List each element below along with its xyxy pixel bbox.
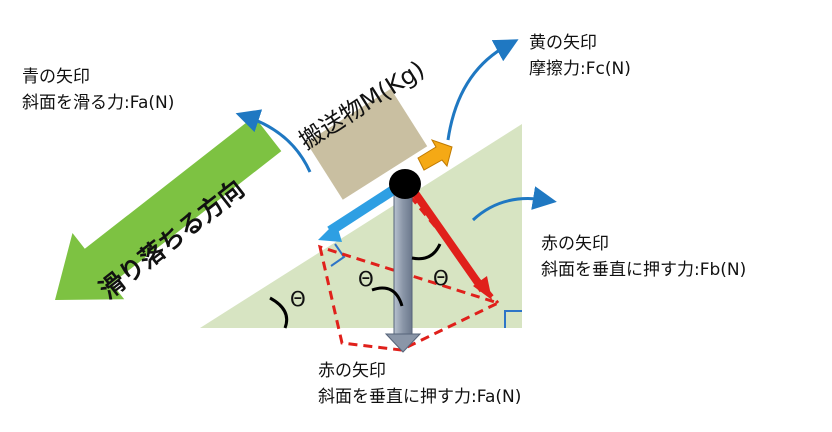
label-red-a-title: 赤の矢印	[318, 361, 386, 381]
red-arrow-normal-force	[409, 187, 492, 300]
theta-slope: Θ	[290, 287, 306, 311]
angle-arc-right	[411, 243, 442, 261]
cargo-box	[306, 88, 428, 200]
label-red-b-desc: 斜面を垂直に押す力:Fb(N)	[541, 260, 747, 280]
blue-arrow-slide-force	[318, 182, 401, 242]
angle-arc-center	[371, 286, 404, 307]
yellow-arrow-friction	[417, 139, 453, 171]
label-yellow-title: 黄の矢印	[529, 33, 597, 53]
right-angle-marker-slope	[504, 310, 522, 328]
callout-red	[471, 186, 557, 222]
theta-center: Θ	[358, 267, 374, 291]
slope-triangle	[200, 124, 522, 328]
theta-right: Θ	[433, 266, 449, 290]
label-blue-arrow: 青の矢印 斜面を滑る力:Fa(N)	[22, 64, 174, 116]
label-red-a-desc: 斜面を垂直に押す力:Fa(N)	[318, 387, 522, 407]
label-red-b-title: 赤の矢印	[541, 234, 609, 254]
right-angle-marker-box	[330, 243, 346, 267]
label-yellow-desc: 摩擦力:Fc(N)	[529, 59, 631, 79]
label-blue-title: 青の矢印	[22, 67, 90, 87]
label-blue-desc: 斜面を滑る力:Fa(N)	[22, 93, 175, 113]
center-of-mass-dot	[389, 169, 421, 199]
angle-arc-slope	[269, 296, 289, 329]
callout-blue	[235, 109, 312, 173]
callout-yellow	[446, 39, 519, 141]
slide-direction-arrow	[55, 116, 282, 300]
label-red-arrow-fa: 赤の矢印 斜面を垂直に押す力:Fa(N)	[318, 358, 521, 410]
label-red-arrow-fb: 赤の矢印 斜面を垂直に押す力:Fb(N)	[541, 231, 746, 283]
label-yellow-arrow: 黄の矢印 摩擦力:Fc(N)	[529, 30, 631, 82]
